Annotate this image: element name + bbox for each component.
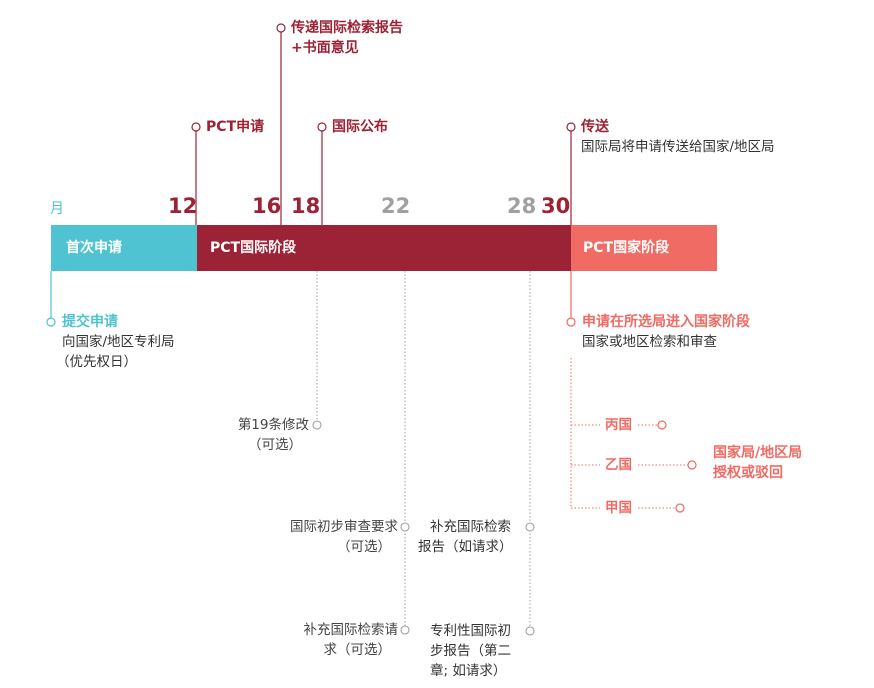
event-art19-line1: 第19条修改 [237,417,309,433]
phase-bar-pct-international [197,225,571,271]
office-jia: 甲国 [605,500,632,516]
node-iprp [525,626,535,636]
event-submit-title: 提交申请 [62,314,118,330]
event-iprp-line3: 章; 如请求） [430,663,507,679]
node-transmittal [566,122,576,132]
event-supp-report-line2: 报告（如请求） [418,539,513,555]
office-result-line2: 授权或驳回 [713,465,783,481]
phase-bar-first-filing [51,225,197,271]
event-submit-line2: （优先权日） [56,354,137,370]
event-supp-search-req-line2: 求（可选） [323,642,392,658]
axis-unit-label: 月 [50,201,64,217]
event-national-entry-desc: 国家或地区检索和审查 [582,334,717,350]
office-bing: 丙国 [605,417,632,433]
event-iprp-line2: 步报告（第二 [430,643,511,659]
tick-22: 22 [381,194,411,218]
event-supp-search-req-line1: 补充国际检索请 [303,622,399,638]
event-ipe-demand-line2: （可选） [337,539,391,555]
phase-label-pct-national: PCT国家阶段 [583,240,670,256]
office-yi: 乙国 [605,457,632,473]
node-ipe-demand [400,522,410,532]
phase-label-first-filing: 首次申请 [66,240,122,256]
event-art19-line2: （可选） [248,437,302,453]
event-transmittal-title: 传送 [581,119,609,135]
phase-label-pct-international: PCT国际阶段 [210,240,297,256]
tick-12: 12 [168,194,198,218]
node-submit-filing [46,317,56,327]
node-supp-report [525,522,535,532]
office-result-line1: 国家局/地区局 [713,445,803,461]
event-submit-line1: 向国家/地区专利局 [62,334,175,350]
node-pct-filing [191,122,201,132]
event-ipe-demand-line1: 国际初步审查要求 [290,519,398,535]
event-national-entry-title: 申请在所选局进入国家阶段 [582,314,750,330]
node-intl-publication [317,122,327,132]
tick-30: 30 [541,194,571,218]
event-supp-report-line1: 补充国际检索 [430,519,511,535]
node-transmit-report [276,23,286,33]
event-transmit-report-line2: +书面意见 [291,40,359,56]
node-national-entry [566,317,576,327]
event-intl-publication: 国际公布 [332,119,388,135]
tick-18: 18 [291,194,321,218]
event-iprp-line1: 专利性国际初 [430,623,511,639]
node-supp-search-req [400,625,410,635]
node-jia [675,503,685,513]
phase-bar-pct-national [571,225,717,271]
event-transmit-report-line1: 传递国际检索报告 [291,20,403,36]
event-transmittal-desc: 国际局将申请传送给国家/地区局 [581,139,775,155]
node-bing [657,420,667,430]
node-yi [687,460,697,470]
tick-28: 28 [507,194,537,218]
node-art19 [312,420,322,430]
event-pct-filing: PCT申请 [206,119,265,135]
tick-16: 16 [252,194,282,218]
